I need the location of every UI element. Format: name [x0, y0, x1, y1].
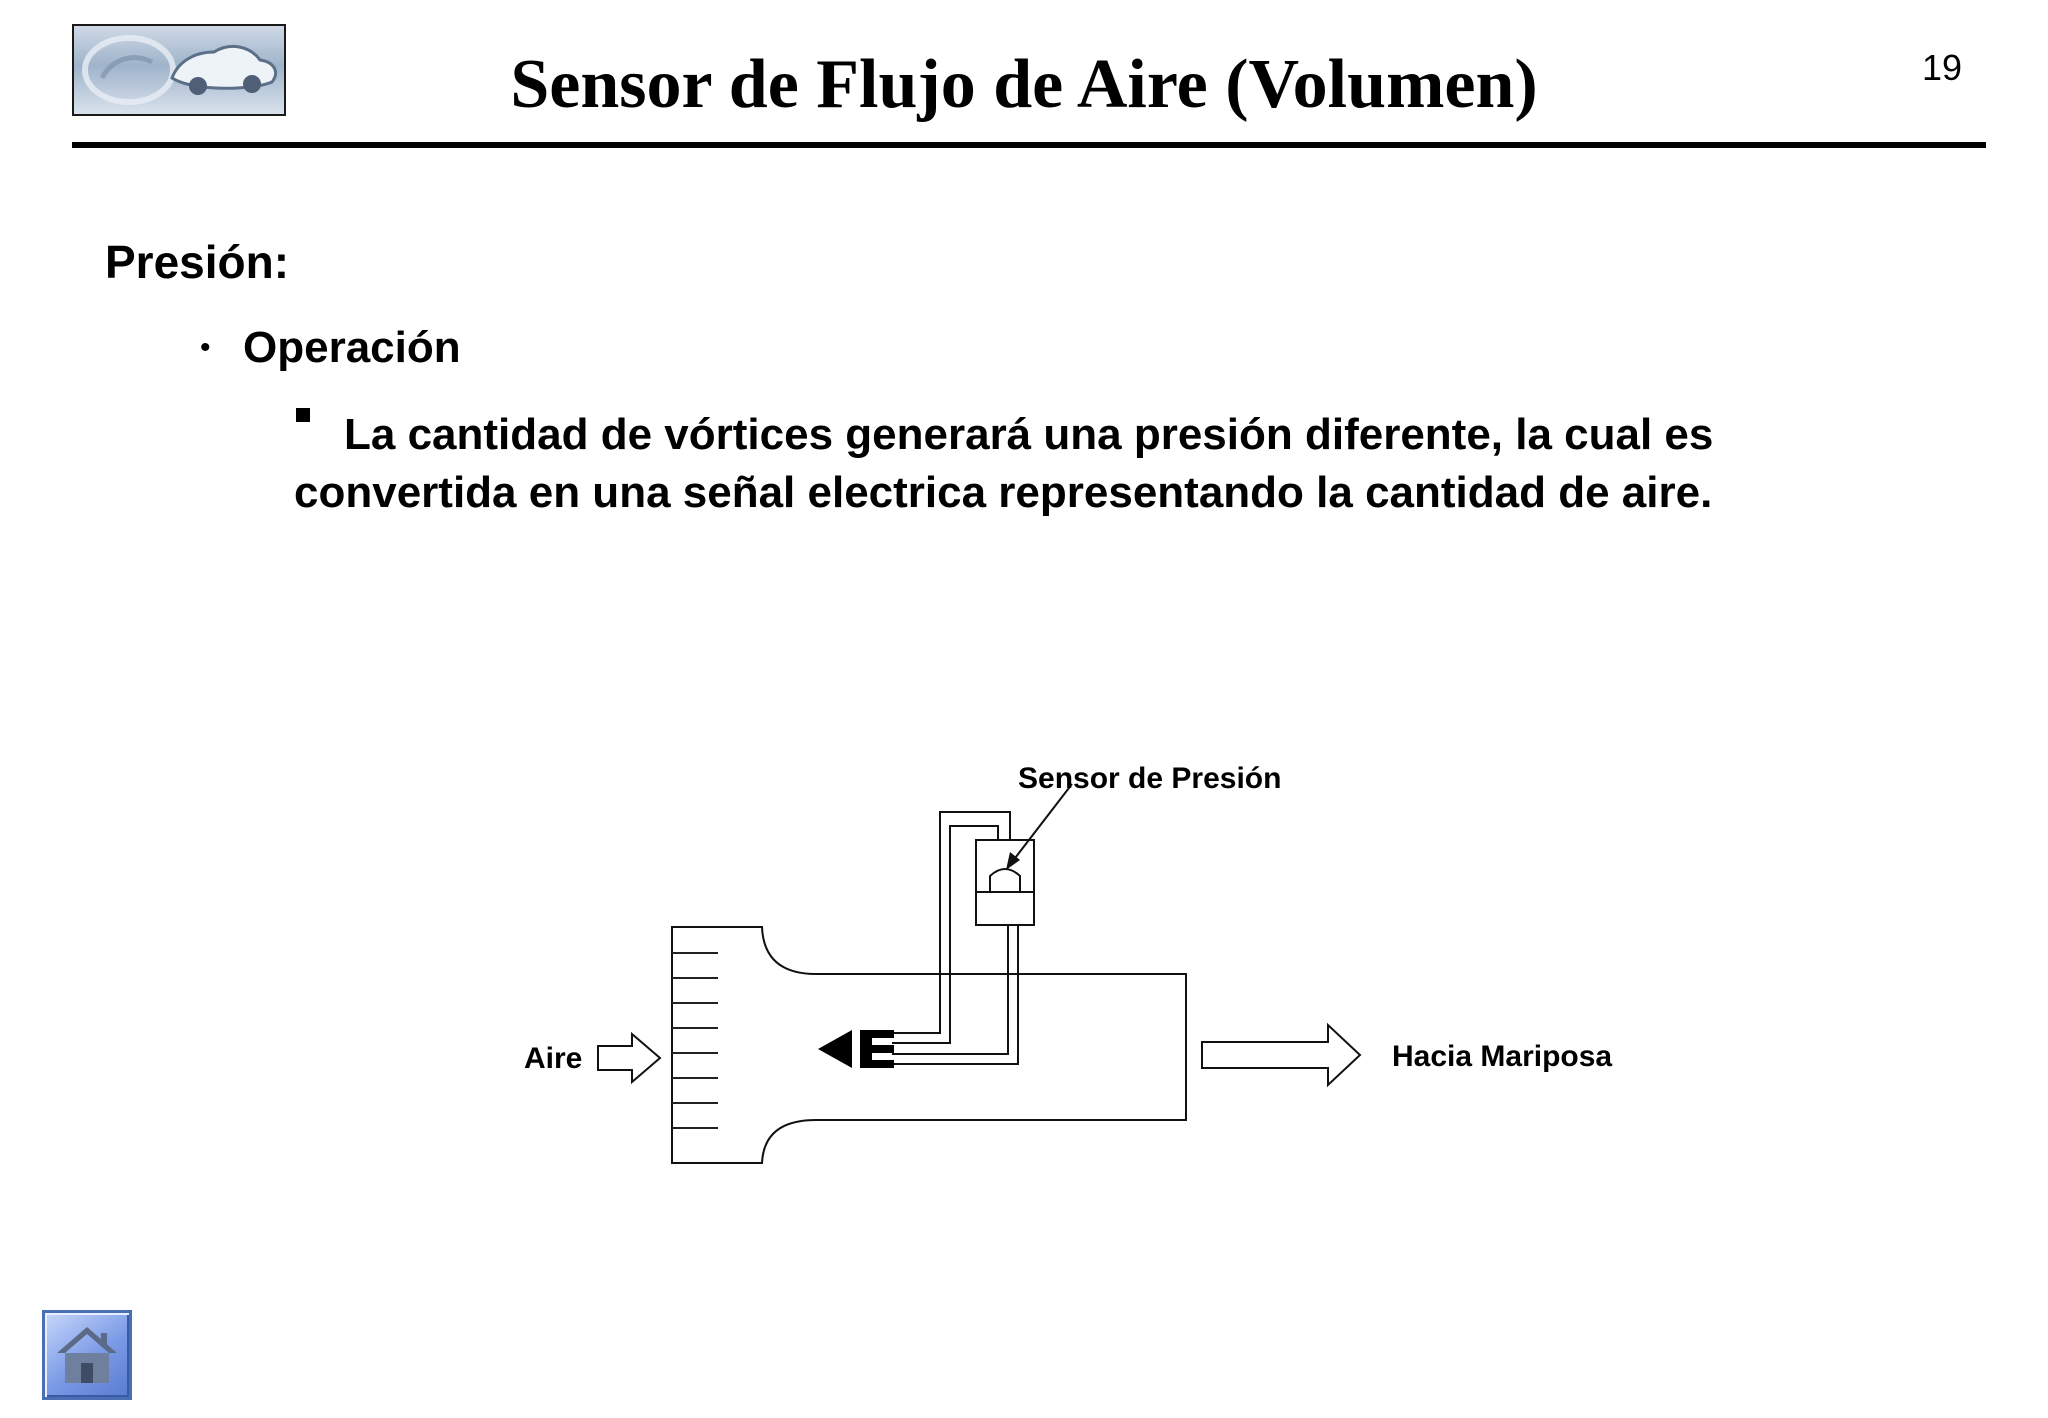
sensor-label: Sensor de Presión — [1018, 762, 1282, 795]
home-icon — [57, 1327, 117, 1383]
vortex-generator — [818, 1030, 894, 1068]
bullet-item: Operación — [243, 323, 461, 372]
title-divider — [72, 142, 1986, 148]
diagram-drawing — [597, 783, 1362, 1164]
straightener-vanes — [672, 952, 718, 1129]
sub-bullet-text: La cantidad de vórtices generará una pre… — [294, 410, 1714, 517]
sensor-leader-line — [1011, 783, 1073, 863]
inlet-label: Aire — [524, 1042, 583, 1075]
bullet-dot-icon: • — [200, 331, 211, 364]
home-button[interactable] — [42, 1310, 132, 1400]
pressure-sensor-housing — [975, 839, 1035, 926]
inlet-arrow — [597, 1031, 662, 1085]
outlet-label: Hacia Mariposa — [1392, 1040, 1613, 1073]
square-bullet-icon — [296, 408, 310, 422]
outlet-arrow — [1201, 1022, 1362, 1088]
company-logo — [72, 24, 286, 116]
flow-straightener — [671, 926, 1187, 1164]
slide-title: Sensor de Flujo de Aire (Volumen) — [510, 46, 1538, 123]
leader-arrowhead — [1006, 852, 1020, 870]
page-number: 19 — [1922, 47, 1963, 88]
pressure-tubes — [892, 811, 1019, 1065]
section-heading: Presión: — [105, 236, 290, 288]
car-logo-icon — [82, 35, 277, 105]
vortex-sensor-diagram: Sensor de Presión Aire Hacia Mariposa — [500, 730, 1700, 1195]
